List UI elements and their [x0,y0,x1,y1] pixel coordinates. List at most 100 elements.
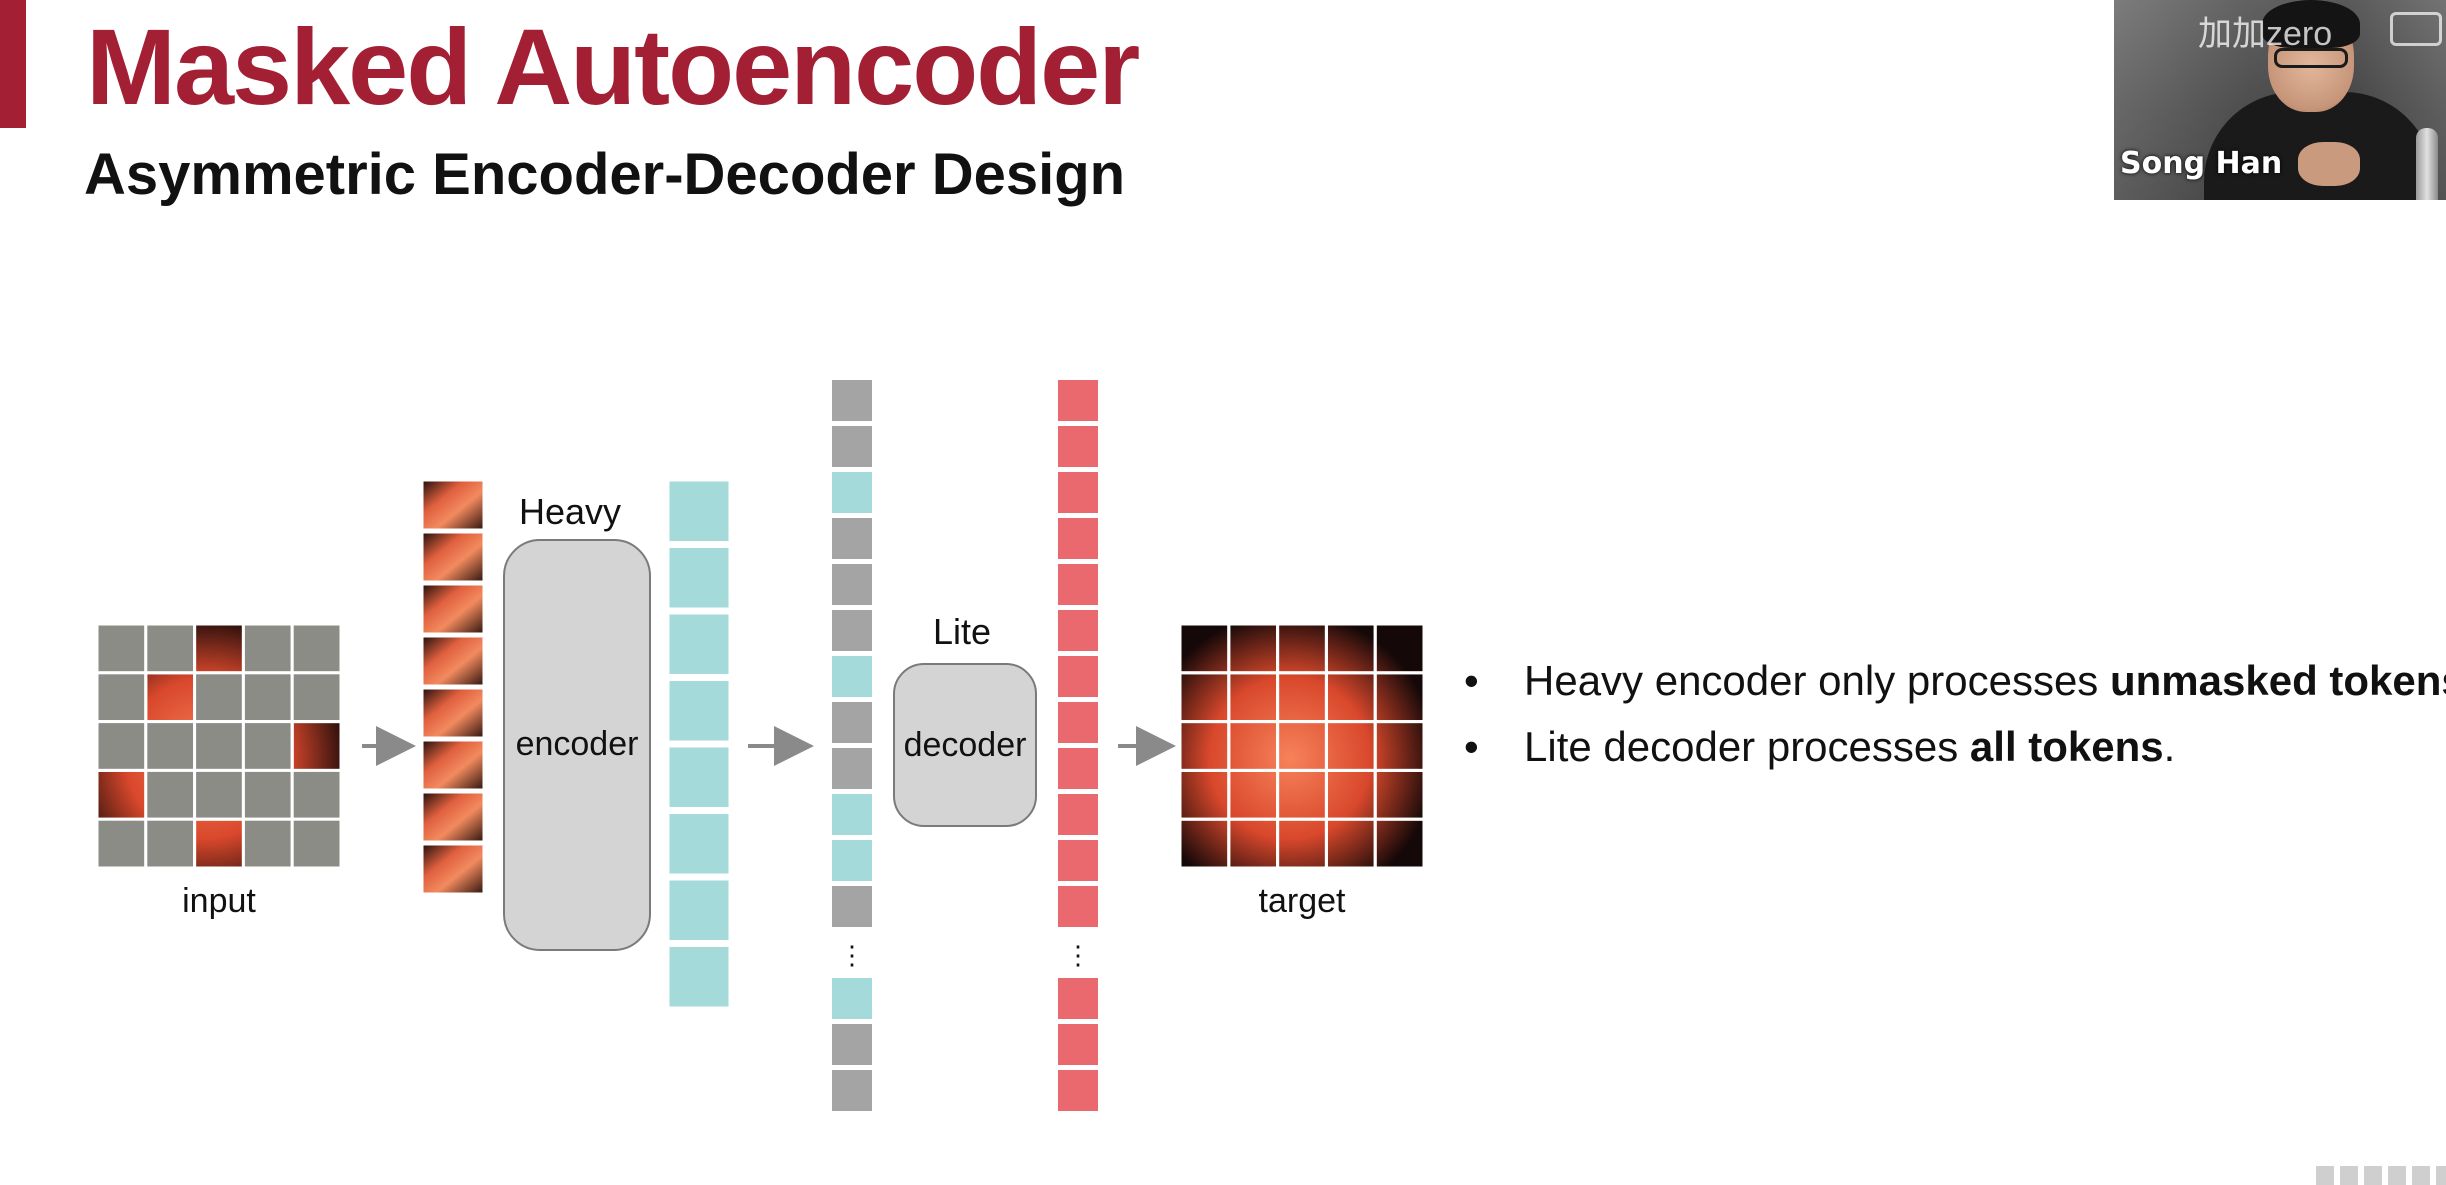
watermark-logo-icon [2390,12,2442,46]
mask-token [832,702,872,743]
mask-token [832,610,872,651]
mask-token [832,518,872,559]
target-patch [1276,720,1328,772]
masked-patch [144,622,197,675]
visible-patches-column [420,478,486,896]
target-patch [1178,671,1231,724]
target-patch [1178,817,1231,870]
decoded-token [1058,978,1098,1019]
encoded-token [666,545,732,611]
full-token-column [832,380,872,1111]
masked-patch [241,768,294,821]
target-patch [1373,768,1426,821]
masked-patch [241,720,294,772]
target-patch [1227,671,1280,724]
masked-patch [241,622,294,675]
mask-token [832,426,872,467]
mask-token [832,1024,872,1065]
bottle [2416,128,2438,200]
masked-patch [241,817,294,870]
masked-patch [193,768,245,821]
decoded-column-ellipsis: ⋮ [1065,940,1091,970]
decoded-token [1058,610,1098,651]
decoded-token [1058,840,1098,881]
target-patch [1276,671,1328,724]
target-patch [1178,720,1231,772]
corner-logo [2316,1166,2446,1185]
encoder-label: encoder [516,725,639,763]
decoded-token [1058,564,1098,605]
visible-patch [193,622,245,675]
masked-patch [290,671,343,724]
target-patch [1373,817,1426,870]
visible-patch [95,768,148,821]
patch-tile [420,842,486,896]
watermark-text: 加加zero [2198,15,2333,53]
encoded-token [666,811,732,877]
target-image-grid [1178,622,1426,870]
bullet-item: Lite decoder processes all tokens. [1460,718,2446,776]
decoder-block [893,663,1037,827]
target-patch [1227,768,1280,821]
patch-tile [420,686,486,740]
target-image [1180,624,1424,868]
patch-tile [420,634,486,688]
encoded-token [832,840,872,881]
decoded-token [1058,518,1098,559]
target-patch [1324,720,1377,772]
decoded-token [1058,1070,1098,1111]
encoded-token [666,611,732,677]
masked-patch [144,720,197,772]
target-patch [1178,622,1231,675]
target-patch [1373,622,1426,675]
masked-patch [290,622,343,675]
encoded-token [832,472,872,513]
masked-patch [95,622,148,675]
encoded-token [832,794,872,835]
encoder-block [503,539,651,951]
mask-token [832,564,872,605]
encoded-tokens-column [666,478,732,1010]
decoded-token [1058,748,1098,789]
glasses-icon [2274,48,2348,68]
bullet-list: Heavy encoder only processes unmasked to… [1460,652,2446,784]
decoded-token [1058,426,1098,467]
masked-patch [95,671,148,724]
masked-patch [144,768,197,821]
masked-patch [241,671,294,724]
decoded-token [1058,702,1098,743]
decoded-token [1058,472,1098,513]
encoded-token [666,478,732,544]
target-label: target [1259,882,1346,920]
target-patch [1324,671,1377,724]
target-patch [1324,768,1377,821]
visible-patch [290,720,343,772]
patch-tile [420,530,486,584]
mask-token [832,748,872,789]
mask-token [832,1070,872,1111]
masked-patch [95,817,148,870]
speaker-name: Song Han [2120,146,2283,181]
encoded-token [666,678,732,744]
target-patch [1373,720,1426,772]
target-patch [1373,671,1426,724]
target-patch [1227,817,1280,870]
masked-patch [95,720,148,772]
target-patch [1227,720,1280,772]
decoded-token [1058,794,1098,835]
masked-patch [193,720,245,772]
encoded-token [666,744,732,810]
lite-label: Lite [933,611,991,652]
encoded-token [666,877,732,943]
target-patch [1276,768,1328,821]
target-patch [1227,622,1280,675]
masked-patch [290,817,343,870]
patch-tile [420,478,486,532]
input-label: input [182,882,256,920]
target-patch [1276,817,1328,870]
visible-patch [144,671,197,724]
target-patch [1276,622,1328,675]
target-patch [1178,768,1231,821]
encoded-token [832,656,872,697]
